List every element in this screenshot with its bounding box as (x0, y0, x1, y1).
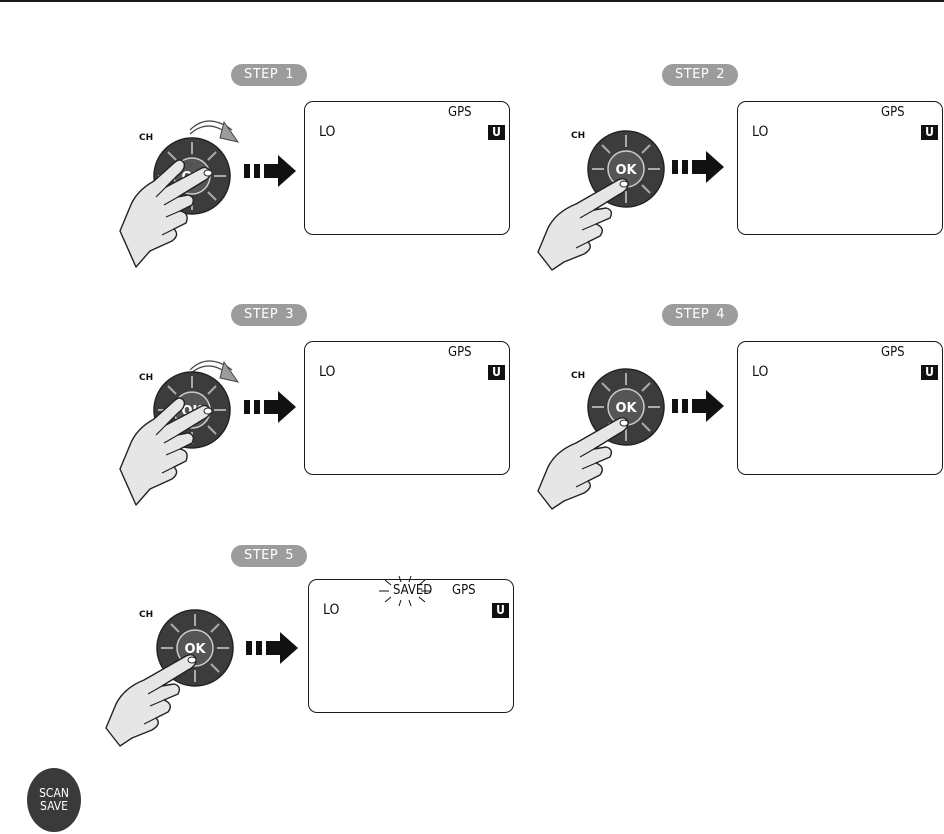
step-pill: STEP 4 (662, 304, 738, 326)
channel-badge: U (492, 603, 509, 618)
step-pill: STEP 1 (231, 64, 307, 86)
ch-label: CH (571, 131, 585, 141)
gps-indicator: GPS (881, 105, 905, 120)
step-pill: STEP 2 (662, 64, 738, 86)
ch-label: CH (139, 610, 153, 620)
lcd-display: GPS LO U (737, 341, 943, 475)
save-label: SAVE (40, 800, 68, 813)
step-pill: STEP 5 (231, 545, 307, 567)
next-arrow-icon (244, 389, 300, 425)
channel-badge: U (488, 125, 505, 140)
gps-indicator: GPS (881, 345, 905, 360)
step-label: STEP (244, 307, 278, 322)
lcd-display: SAVED GPS LO U (308, 579, 514, 713)
next-arrow-icon (672, 149, 728, 185)
lcd-display: GPS LO U (304, 101, 510, 235)
lcd-display: GPS LO U (737, 101, 943, 235)
power-mode-text: LO (319, 364, 335, 380)
step-number: 3 (285, 307, 294, 322)
step-number: 5 (285, 548, 294, 563)
channel-badge: U (921, 125, 938, 140)
top-rule (0, 0, 944, 2)
scan-save-button[interactable]: SCAN SAVE (27, 768, 81, 832)
step-label: STEP (244, 548, 278, 563)
power-mode-text: LO (319, 124, 335, 140)
next-arrow-icon (244, 153, 300, 189)
power-mode-text: LO (752, 364, 768, 380)
power-mode-text: LO (752, 124, 768, 140)
next-arrow-icon (246, 630, 302, 666)
hand-icon (116, 145, 226, 275)
channel-badge: U (921, 365, 938, 380)
hand-icon (116, 383, 226, 513)
step-label: STEP (244, 67, 278, 82)
step-label: STEP (675, 307, 709, 322)
channel-badge: U (488, 365, 505, 380)
hand-icon (534, 401, 644, 511)
gps-indicator: GPS (448, 105, 472, 120)
step-number: 2 (716, 67, 725, 82)
hand-icon (534, 162, 644, 272)
next-arrow-icon (672, 388, 728, 424)
step-label: STEP (675, 67, 709, 82)
saved-indicator: SAVED (393, 583, 432, 598)
lcd-display: GPS LO U (304, 341, 510, 475)
gps-indicator: GPS (452, 583, 476, 598)
step-number: 1 (285, 67, 294, 82)
step-number: 4 (716, 307, 725, 322)
step-pill: STEP 3 (231, 304, 307, 326)
gps-indicator: GPS (448, 345, 472, 360)
power-mode-text: LO (323, 602, 339, 618)
hand-icon (102, 638, 212, 748)
ch-label: CH (571, 371, 585, 381)
